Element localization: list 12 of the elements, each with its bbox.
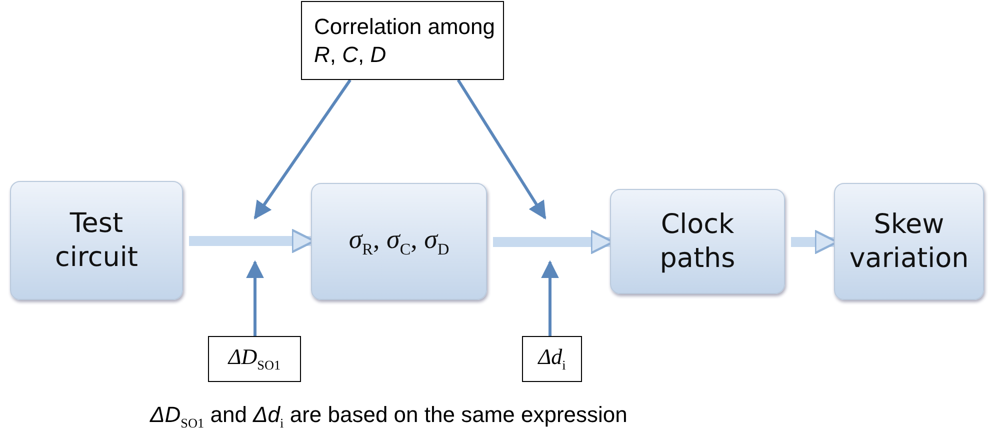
process-box: Skew variation <box>834 183 984 300</box>
note-box: ΔD$_{SO1}$ <box>208 336 301 382</box>
process-box: Test circuit <box>10 181 183 300</box>
note-box: Correlation among R, C, D <box>301 1 504 80</box>
process-box: σ$_{R}$, σ$_{C}$, σ$_{D}$ <box>311 183 487 300</box>
arrow <box>541 260 559 336</box>
arrow <box>254 79 352 220</box>
arrow <box>246 260 264 336</box>
caption-note: ΔD$_{SO1}$ and Δd$_{i}$ are based on the same expression <box>150 402 628 432</box>
arrow <box>456 79 546 220</box>
process-box: Clock paths <box>610 189 785 294</box>
note-box: Δd$_{i}$ <box>522 336 582 382</box>
